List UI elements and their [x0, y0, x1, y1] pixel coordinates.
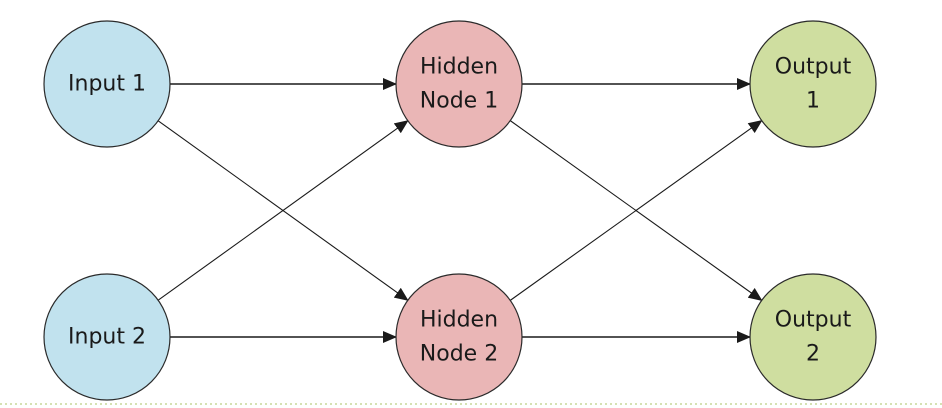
node-circle-input-2: [43, 273, 171, 401]
node-circle-input-1: [43, 20, 171, 148]
node-label-hidden-2-line-1: Hidden: [420, 308, 498, 333]
node-output-2: Output 2: [749, 273, 877, 401]
edge-input-2-to-hidden-1: [157, 120, 409, 301]
edges-layer: [157, 78, 763, 343]
node-output-1: Output 1: [749, 20, 877, 148]
node-circle-output-1: [749, 20, 877, 148]
node-label-output-1-line-1: Output: [775, 55, 852, 80]
node-label-hidden-1-line-1: Hidden: [420, 55, 498, 80]
node-circle-hidden-2: [395, 273, 523, 401]
edge-hidden-2-to-output-1: [509, 120, 763, 301]
node-circle-hidden-1: [395, 20, 523, 148]
node-label-output-2-line-2: 2: [806, 342, 820, 367]
node-input-1: Input 1: [43, 20, 171, 148]
node-label-output-1-line-2: 1: [806, 89, 820, 114]
node-label-hidden-2-line-2: Node 2: [420, 342, 498, 367]
node-label-hidden-1-line-2: Node 1: [420, 89, 498, 114]
node-label-input-1-line-1: Input 1: [68, 72, 146, 97]
node-input-2: Input 2: [43, 273, 171, 401]
node-label-output-2-line-1: Output: [775, 308, 852, 333]
node-circle-output-2: [749, 273, 877, 401]
node-label-input-2-line-1: Input 2: [68, 325, 146, 350]
